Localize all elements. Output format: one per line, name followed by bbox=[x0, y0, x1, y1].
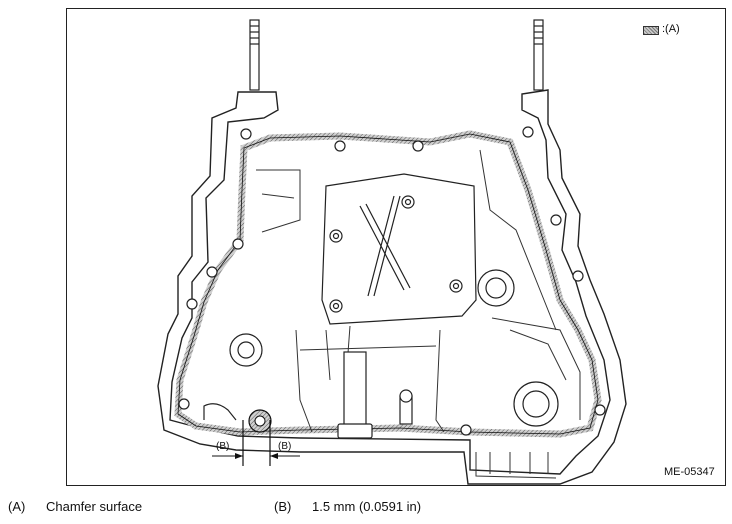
legend-hatch-swatch bbox=[643, 26, 659, 35]
cover-plate bbox=[321, 173, 477, 325]
bosses bbox=[229, 269, 559, 427]
stud-right bbox=[533, 19, 544, 91]
callout-b-left: (B) bbox=[216, 441, 230, 452]
stud-left bbox=[249, 19, 260, 91]
figure-id: ME-05347 bbox=[664, 466, 715, 478]
footer-text-b: 1.5 mm (0.0591 in) bbox=[312, 499, 422, 514]
housing-outline bbox=[157, 89, 627, 485]
footer-key-b: (B) bbox=[274, 499, 292, 514]
footer-text-a: Chamfer surface bbox=[46, 499, 143, 514]
footer-key-a: (A) bbox=[8, 499, 26, 514]
oil-strainer-tube bbox=[337, 351, 413, 439]
diagram-frame bbox=[66, 8, 726, 486]
lower-extension bbox=[475, 452, 557, 479]
callout-b-right: (B) bbox=[278, 441, 292, 452]
callout-b-detail bbox=[203, 403, 300, 466]
internal-ribs bbox=[256, 149, 581, 433]
legend-label: :(A) bbox=[662, 23, 680, 35]
bolt-holes bbox=[178, 126, 606, 436]
